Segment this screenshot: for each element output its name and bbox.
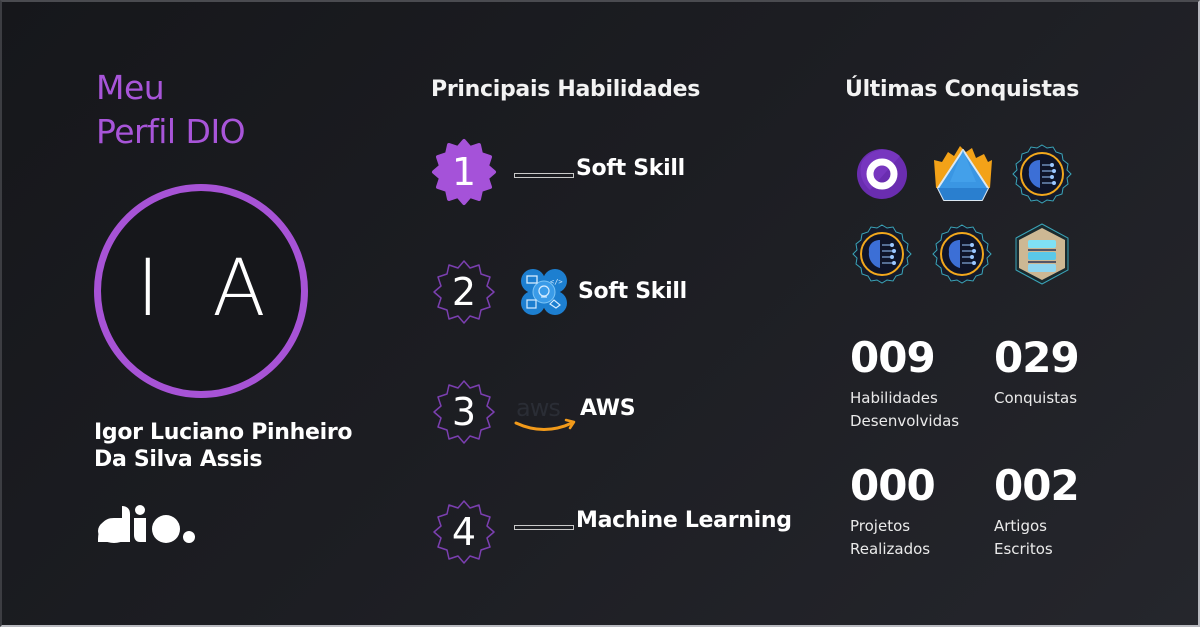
stat-value: 000 bbox=[850, 461, 936, 510]
stat-articles: 002 Artigos Escritos bbox=[994, 461, 1080, 561]
stat-value: 002 bbox=[994, 461, 1080, 510]
skill-item-3: 3 aws AWS bbox=[430, 377, 636, 447]
skill-item-1: 1 Soft Skill bbox=[430, 137, 685, 207]
ai-brain-badge-icon[interactable] bbox=[930, 222, 994, 286]
soft-skills-icon: </> bbox=[518, 266, 570, 318]
stat-label: Artigos Escritos bbox=[994, 517, 1053, 558]
placeholder-line-icon bbox=[514, 146, 574, 198]
badge-outline-icon bbox=[433, 260, 495, 324]
page-title: Meu Perfil DIO bbox=[96, 66, 246, 154]
svg-text:</>: </> bbox=[550, 278, 563, 286]
skills-title: Principais Habilidades bbox=[431, 77, 701, 102]
avatar-initials: I A bbox=[136, 244, 280, 334]
rank-badge: 4 bbox=[430, 498, 498, 566]
badge-outline-icon bbox=[433, 500, 495, 564]
title-line-2: Perfil DIO bbox=[96, 112, 246, 151]
svg-text:aws: aws bbox=[516, 394, 560, 422]
skill-item-2: 2 </> Soft Skill bbox=[430, 257, 687, 327]
achievements-title: Últimas Conquistas bbox=[845, 77, 1080, 102]
aws-icon: aws bbox=[514, 386, 578, 438]
skill-label: Machine Learning bbox=[576, 507, 792, 533]
avatar: I A bbox=[94, 184, 308, 398]
skill-label: AWS bbox=[580, 395, 636, 421]
stat-achievements: 029 Conquistas bbox=[994, 335, 1124, 410]
user-name: Igor Luciano Pinheiro Da Silva Assis bbox=[94, 420, 353, 472]
stat-value: 009 bbox=[850, 333, 936, 382]
rank-badge: 1 bbox=[430, 138, 498, 206]
ai-brain-badge-icon[interactable] bbox=[1010, 142, 1074, 206]
stat-label: Conquistas bbox=[994, 389, 1078, 407]
stat-skills: 009 Habilidades Desenvolvidas bbox=[850, 335, 980, 433]
purple-ring-badge-icon[interactable] bbox=[850, 142, 914, 206]
skill-label: Soft Skill bbox=[578, 278, 687, 304]
badge-filled-icon bbox=[432, 139, 496, 205]
rank-badge: 2 bbox=[430, 258, 498, 326]
azure-triangle-badge-icon[interactable] bbox=[930, 142, 996, 206]
skill-item-4: 4 Machine Learning bbox=[430, 497, 792, 567]
stat-projects: 000 Projetos Realizados bbox=[850, 463, 940, 561]
stat-value: 029 bbox=[994, 333, 1080, 382]
skill-label: Soft Skill bbox=[576, 155, 685, 181]
stat-label: Habilidades Desenvolvidas bbox=[850, 389, 960, 430]
dio-logo-icon bbox=[96, 504, 198, 548]
placeholder-line-icon bbox=[514, 506, 574, 558]
badge-outline-icon bbox=[433, 380, 495, 444]
rank-badge: 3 bbox=[430, 378, 498, 446]
database-hexagon-badge-icon[interactable] bbox=[1010, 222, 1074, 286]
stat-label: Projetos Realizados bbox=[850, 517, 931, 558]
ai-brain-badge-icon[interactable] bbox=[850, 222, 914, 286]
title-line-1: Meu bbox=[96, 68, 165, 107]
